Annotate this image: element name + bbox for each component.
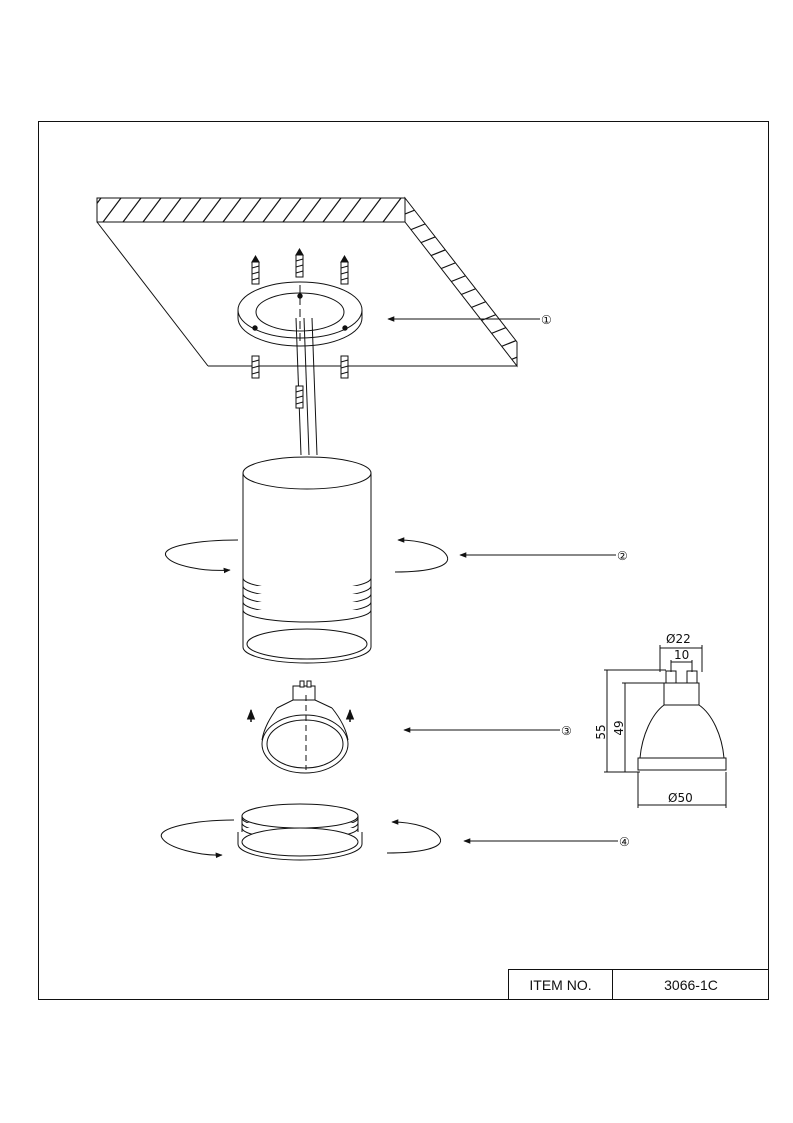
up-arrows: [246, 708, 355, 722]
item-number-value: 3066-1C: [664, 977, 718, 993]
screw-bottom-left: [251, 355, 260, 379]
item-number-label: ITEM NO.: [509, 970, 613, 1000]
bulb-dimensions: [604, 645, 727, 808]
cylinder-housing: [242, 456, 372, 664]
callout-3: ③: [561, 724, 572, 738]
dim-height-55: 55: [594, 724, 608, 739]
screws: [251, 248, 349, 409]
callout-2: ②: [617, 549, 628, 563]
dim-diameter-50: Ø50: [668, 791, 693, 805]
callout-leaders: [387, 316, 618, 844]
screw-bottom-right: [340, 355, 349, 379]
callout-4: ④: [619, 835, 630, 849]
callout-labels: ① ② ③ ④: [541, 313, 630, 849]
title-block: ITEM NO. 3066-1C: [508, 969, 769, 1000]
mounting-plate: [237, 281, 363, 456]
front-ring: [237, 803, 363, 861]
rotation-arrows: [160, 537, 449, 859]
drawing-frame: [38, 121, 769, 1000]
screw-bottom-center: [295, 385, 304, 409]
dim-height-49: 49: [612, 720, 626, 735]
dimension-labels: Ø22 10 55 49 Ø50: [594, 632, 693, 805]
dim-diameter-22: Ø22: [666, 632, 691, 646]
screw-top-center: [295, 248, 304, 278]
gu10-bulb: [261, 680, 349, 774]
dim-pin-spacing-10: 10: [674, 648, 689, 662]
callout-1: ①: [541, 313, 552, 327]
screw-top-left: [251, 255, 260, 285]
screw-top-right: [340, 255, 349, 285]
bulb-detail: [637, 670, 727, 771]
